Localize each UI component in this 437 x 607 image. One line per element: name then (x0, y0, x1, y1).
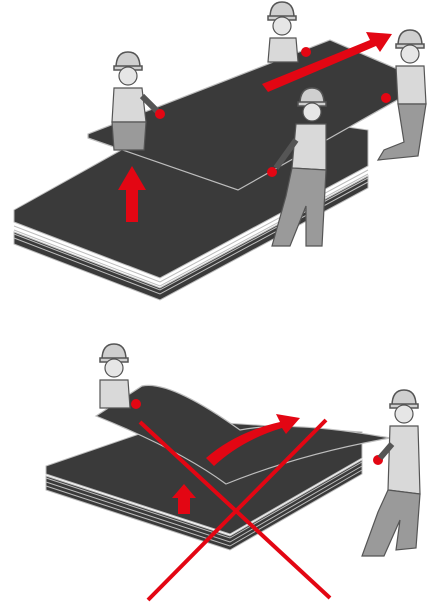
worker-icon (100, 344, 141, 409)
worker-icon (362, 390, 420, 556)
top-panel (14, 2, 426, 300)
worker-icon (268, 2, 311, 62)
worker-icon (378, 30, 426, 160)
bottom-panel (46, 344, 420, 600)
